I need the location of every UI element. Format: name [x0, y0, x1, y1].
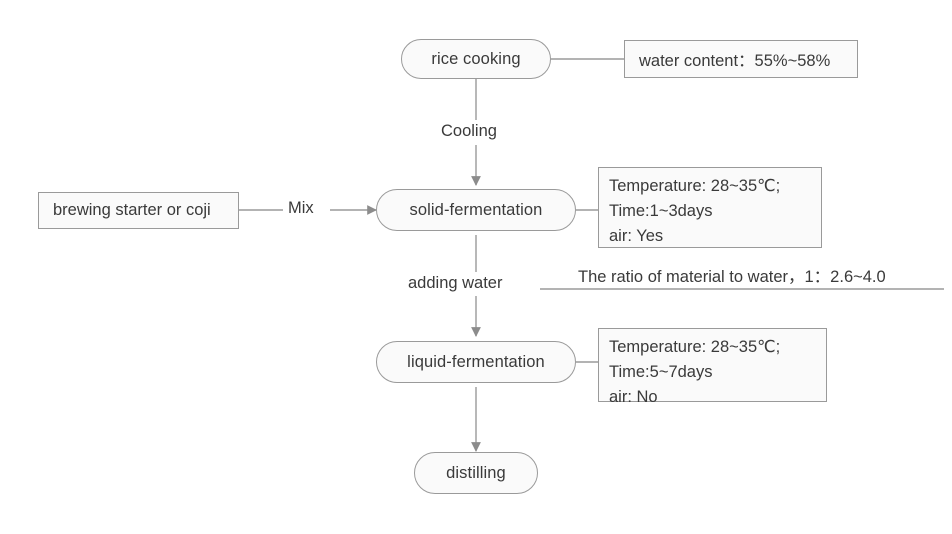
node-liquid-fermentation[interactable]: liquid-fermentation	[376, 341, 576, 383]
node-rice-cooking[interactable]: rice cooking	[401, 39, 551, 79]
node-solid-fermentation-label: solid-fermentation	[409, 200, 543, 219]
node-solid-fermentation[interactable]: solid-fermentation	[376, 189, 576, 231]
edge-label-mix: Mix	[284, 199, 318, 219]
node-rice-cooking-label: rice cooking	[431, 49, 521, 68]
edge-label-material-water-ratio: The ratio of material to water，1：2.6~4.0	[578, 263, 886, 287]
liquid-conditions-air: air: No	[609, 388, 658, 407]
box-solid-fermentation-conditions[interactable]: Temperature: 28~35℃; Time:1~3days air: Y…	[598, 167, 822, 248]
liquid-conditions-time: Time:5~7days	[609, 363, 713, 382]
solid-conditions-air: air: Yes	[609, 227, 664, 246]
box-liquid-fermentation-conditions[interactable]: Temperature: 28~35℃; Time:5~7days air: N…	[598, 328, 827, 406]
edge-label-mix-text: Mix	[288, 199, 314, 217]
box-water-content[interactable]: water content：55%~58%	[624, 40, 858, 78]
node-distilling-label: distilling	[446, 463, 506, 482]
edge-label-material-water-ratio-text: The ratio of material to water，1：2.6~4.0	[578, 268, 886, 286]
box-brewing-starter-label: brewing starter or coji	[53, 201, 211, 219]
edge-label-adding-water-text: adding water	[408, 274, 503, 292]
edge-label-adding-water: adding water	[404, 274, 507, 294]
edge-label-cooling-text: Cooling	[441, 122, 497, 140]
box-water-content-line-1: water content：55%~58%	[639, 52, 831, 70]
edge-label-cooling: Cooling	[437, 122, 501, 142]
solid-conditions-temperature: Temperature: 28~35℃;	[609, 177, 781, 195]
node-liquid-fermentation-label: liquid-fermentation	[407, 352, 545, 371]
box-brewing-starter[interactable]: brewing starter or coji	[38, 192, 239, 229]
solid-conditions-time: Time:1~3days	[609, 202, 713, 221]
liquid-conditions-temperature: Temperature: 28~35℃;	[609, 338, 781, 356]
node-distilling[interactable]: distilling	[414, 452, 538, 494]
